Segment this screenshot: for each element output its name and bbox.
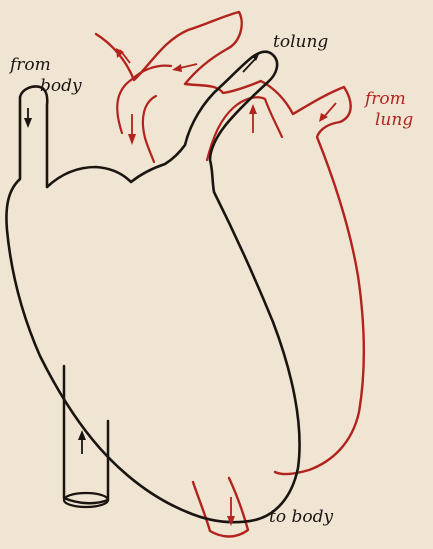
arrow-pulmonary-top-shaft [180,64,197,68]
to-lung-label: tolung [273,34,328,51]
from-lung-label-top: from [365,91,406,108]
arrow-pulmonary-down-head [128,134,136,145]
from-body-label-bottom: body [40,78,82,95]
pulmonary-vessel-lower-wall [143,96,156,162]
left-heart-outline [96,12,364,474]
pulmonary-vessel-inner-wall [117,66,171,133]
from-body-label-top: from [10,57,51,74]
arrow-from-body-head [24,118,32,128]
arrow-pulmonary-in-head [249,104,257,114]
to-body-label: to body [269,509,333,526]
vena-cava-lower [64,366,108,503]
flow-arrows [24,48,336,526]
arrow-pulmonary-top-head [172,64,182,72]
right-heart-outline [6,52,299,523]
left-heart-inner-wall [207,97,282,160]
from-lung-label-bottom: lung [375,112,413,129]
aorta-lower [193,478,248,537]
